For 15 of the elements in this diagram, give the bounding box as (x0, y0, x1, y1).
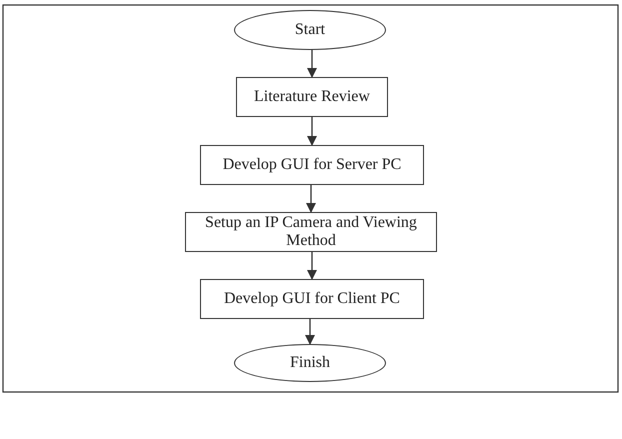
arrow (305, 319, 315, 345)
arrow (306, 185, 316, 213)
process-box (236, 77, 388, 117)
process-box (200, 279, 424, 319)
node-text: Start (294, 21, 326, 39)
arrow (307, 117, 317, 146)
process-box (185, 212, 437, 252)
node-text: Setup an IP Camera and Viewing Method (204, 214, 418, 250)
process-box (200, 145, 424, 185)
node-text: Finish (290, 354, 330, 372)
arrow (307, 252, 317, 280)
arrow (307, 50, 317, 78)
node-text: Develop GUI for Server PC (222, 156, 402, 174)
node-text: Develop GUI for Client PC (224, 290, 400, 308)
node-text: Literature Review (254, 88, 370, 106)
